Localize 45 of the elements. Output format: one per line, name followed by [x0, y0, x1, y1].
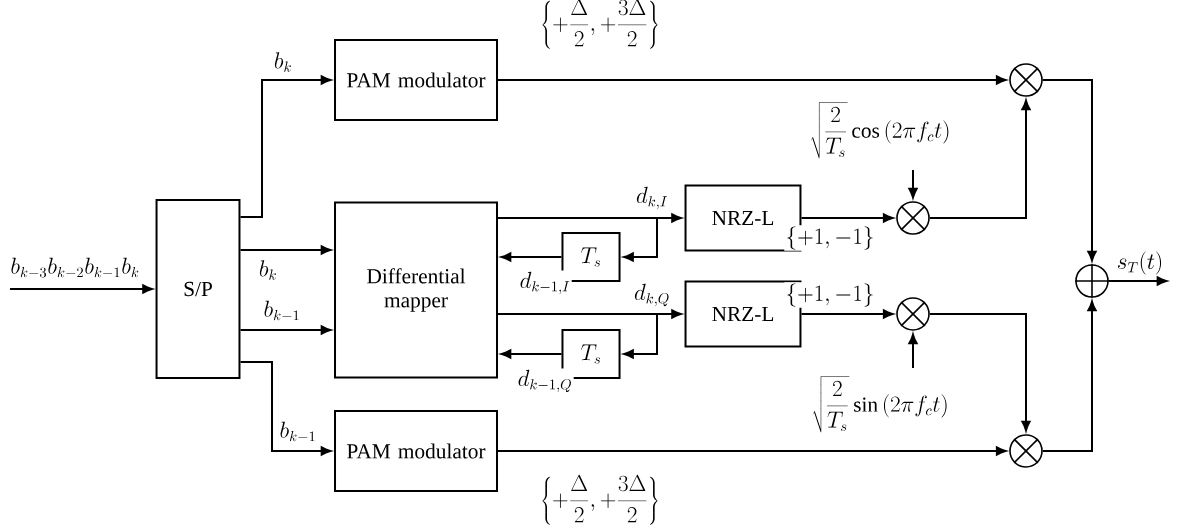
- edge-label: $\left\{+1,-1\right\}$: [784, 282, 876, 308]
- arrow: [800, 213, 894, 223]
- edge-label: $d_{k-1,Q}$: [516, 368, 574, 394]
- arrow: [497, 75, 1007, 85]
- edge-label: $\left\{+1,-1\right\}$: [784, 225, 876, 251]
- arrow: [239, 361, 332, 456]
- mapper-box: Differential mapper: [334, 201, 498, 379]
- arrow: [928, 99, 1031, 219]
- edge-label: $b_k$: [257, 258, 279, 282]
- adder-circle: [1074, 263, 1110, 299]
- arrow: [497, 217, 658, 262]
- multiplier-circle: [1009, 434, 1043, 468]
- delay-box: $T_s$: [561, 232, 621, 282]
- arrow: [239, 325, 332, 335]
- edge-label: $\sqrt{\frac{2}{T_s}}\cos\left(2\pi f_c t\right)$: [808, 100, 952, 160]
- delay-box: $T_s$: [561, 329, 621, 379]
- arrow: [497, 313, 658, 359]
- arrow: [800, 309, 894, 319]
- multiplier-circle: [896, 297, 930, 331]
- arrow: [239, 75, 332, 218]
- edge-label: $d_{k,I}$: [634, 185, 670, 211]
- edge-label: $s_T(t)$: [1115, 250, 1165, 276]
- edge-label: $d_{k,Q}$: [632, 282, 672, 308]
- arrow: [239, 245, 332, 255]
- arrow: [928, 313, 1031, 432]
- edge-label: $\left\{+\frac{\Delta}{2},+\frac{3\Delta}{2}\right\}$: [538, 473, 662, 525]
- edge-label: $b_k$: [272, 50, 294, 74]
- edge-label: $b_{k-1}$: [278, 420, 318, 444]
- edge-label: $\sqrt{\frac{2}{T_s}}\sin\left(2\pi f_c t\right)$: [810, 374, 950, 434]
- arrow: [908, 333, 918, 369]
- converter-box: S/P: [155, 199, 241, 379]
- multiplier-circle: [1009, 63, 1043, 97]
- modulator-box: PAM modulator: [334, 39, 498, 121]
- edge-label: $b_{k-3}b_{k-2}b_{k-1}b_k$: [9, 256, 141, 280]
- arrow: [1041, 300, 1097, 452]
- arrow: [9, 284, 153, 294]
- arrow: [1041, 79, 1097, 262]
- edge-label: $d_{k-1,I}$: [518, 270, 572, 296]
- modulator-box: PAM modulator: [334, 410, 498, 492]
- arrow: [500, 349, 563, 359]
- multiplier-circle: [896, 201, 930, 235]
- edge-label: $b_{k-1}$: [262, 299, 302, 323]
- arrow: [500, 252, 563, 262]
- arrow: [497, 446, 1007, 456]
- arrow: [908, 169, 918, 199]
